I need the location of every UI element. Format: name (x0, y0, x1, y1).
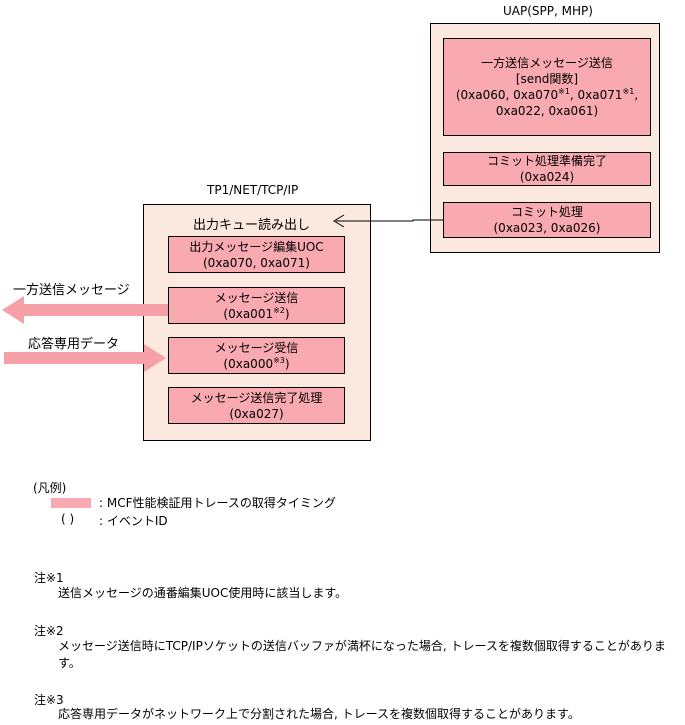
uap-box-commit-prepare-line1: コミット処理準備完了 (486, 154, 607, 168)
diagram-arrows (2, 214, 443, 372)
tp1-box-send-line1: メッセージ送信 (214, 290, 299, 305)
note-2-body: メッセージ送信時にTCP/IPソケットの送信バッファが満杯になった場合, トレー… (58, 639, 666, 670)
tp1-box-send: メッセージ送信 (0xa001※2) (168, 287, 345, 324)
tp1-box-send-complete-line2: (0xa027) (229, 406, 284, 421)
tp1-box-uoc: 出力メッセージ編集UOC (0xa070, 0xa071) (168, 236, 345, 273)
tp1-box-send-line2: (0xa001※2) (223, 305, 290, 321)
uap-box-commit: コミット処理 (0xa023, 0xa026) (443, 202, 651, 238)
legend-swatch-text: : MCF性能検証用トレースの取得タイミング (99, 496, 336, 510)
tp1-box-receive: メッセージ受信 (0xa000※3) (168, 337, 345, 374)
footnote-1-mark: ※1 (622, 87, 635, 96)
legend-paren-symbol: ( ) (61, 512, 75, 526)
legend-paren-text: : イベントID (99, 514, 168, 528)
uap-box-send: 一方送信メッセージ送信 [send関数] (0xa060, 0xa070※1, … (443, 38, 651, 136)
outgoing-message-label: 一方送信メッセージ (13, 283, 130, 298)
uap-box-commit-prepare-line2: (0xa024) (519, 170, 575, 184)
tp1-box-receive-line1: メッセージ受信 (214, 340, 299, 355)
note-1-head: 注※1 (34, 571, 64, 585)
uap-box-send-line2: [send関数] (515, 72, 579, 86)
tp1-box-uoc-line1: 出力メッセージ編集UOC (189, 239, 324, 254)
incoming-data-label: 応答専用データ (28, 337, 120, 352)
outgoing-arrow-tip (2, 296, 24, 324)
uap-title: UAP(SPP, MHP) (503, 4, 593, 18)
queue-arrow-head (333, 214, 345, 228)
footnote-1-mark: ※1 (558, 87, 570, 96)
note-1-body: 送信メッセージの通番編集UOC使用時に該当します。 (58, 586, 348, 600)
tp1-box-uoc-line2: (0xa070, 0xa071) (203, 255, 310, 270)
commit-to-queue-connector (336, 219, 443, 222)
legend-swatch (51, 498, 91, 508)
uap-box-send-line4: 0xa022, 0xa061) (495, 104, 599, 118)
uap-box-commit-prepare: コミット処理準備完了 (0xa024) (443, 152, 651, 186)
outgoing-arrow-body (20, 304, 168, 316)
note-3-body: 応答専用データがネットワーク上で分割された場合, トレースを複数個取得することが… (58, 707, 580, 721)
incoming-arrow-body (4, 352, 146, 364)
footnote-2-mark: ※2 (273, 305, 285, 315)
uap-box-send-line1: 一方送信メッセージ送信 (481, 56, 613, 70)
note-2-head: 注※2 (34, 624, 64, 638)
uap-box-commit-line2: (0xa023, 0xa026) (493, 221, 601, 235)
footnote-3-mark: ※3 (273, 355, 285, 365)
uap-box-send-line3: (0xa060, 0xa070※1, 0xa071※1, (455, 87, 639, 103)
tp1-header: 出力キュー読み出し (193, 218, 311, 233)
tp1-box-receive-line2: (0xa000※3) (223, 355, 290, 371)
tp1-box-send-complete-line1: メッセージ送信完了処理 (190, 390, 323, 405)
uap-box-commit-line1: コミット処理 (510, 205, 583, 219)
note-3-head: 注※3 (34, 693, 64, 707)
tp1-box-send-complete: メッセージ送信完了処理 (0xa027) (168, 387, 345, 424)
incoming-arrow-tip (144, 344, 166, 372)
tp1-title: TP1/NET/TCP/IP (207, 183, 299, 197)
legend-title: (凡例) (33, 481, 67, 495)
